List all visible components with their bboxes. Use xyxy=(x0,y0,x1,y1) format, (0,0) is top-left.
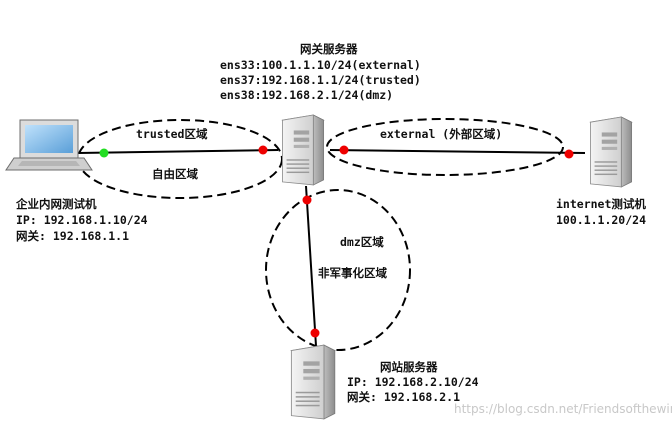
web-server-name: 网站服务器 xyxy=(380,360,438,374)
internet-server-icon xyxy=(589,116,633,188)
dmz-zone-label: dmz区域 xyxy=(340,235,384,249)
external-zone-ellipse xyxy=(326,118,564,176)
dmz-sub-label: 非军事化区域 xyxy=(318,266,387,280)
gateway-line-2: ens37:192.168.1.1/24(trusted) xyxy=(220,73,421,87)
gateway-line-3: ens38:192.168.2.1/24(dmz) xyxy=(220,88,393,102)
intranet-host-gateway: 网关: 192.168.1.1 xyxy=(16,229,129,243)
dmz-zone-ellipse xyxy=(265,189,411,351)
gateway-dmz-port-dot xyxy=(302,195,312,205)
web-server-gateway: 网关: 192.168.2.1 xyxy=(347,390,460,404)
internet-port-dot xyxy=(564,149,574,159)
gateway-line-1: ens33:100.1.1.10/24(external) xyxy=(220,58,421,72)
dmz-link xyxy=(305,185,317,347)
trusted-link xyxy=(77,149,279,154)
web-server-ip: IP: 192.168.2.10/24 xyxy=(347,375,479,389)
watermark: https://blog.csdn.net/Friendsofthewind xyxy=(454,402,672,416)
external-link xyxy=(329,149,586,154)
intranet-host-ip: IP: 192.168.1.10/24 xyxy=(16,213,148,227)
intranet-port-dot xyxy=(99,148,109,158)
gateway-server-icon xyxy=(281,114,325,186)
laptop-icon xyxy=(5,119,93,171)
intranet-host-name: 企业内网测试机 xyxy=(15,197,97,211)
web-server-port-dot xyxy=(310,328,320,338)
web-server-icon xyxy=(290,344,336,420)
gateway-external-port-dot xyxy=(339,145,349,155)
gateway-title: 网关服务器 xyxy=(300,42,358,56)
trusted-zone-label: trusted区域 xyxy=(136,127,208,141)
internet-host-name: internet测试机 xyxy=(556,197,646,211)
free-zone-label: 自由区域 xyxy=(152,167,198,181)
gateway-trusted-port-dot xyxy=(258,145,268,155)
external-zone-label: external (外部区域) xyxy=(380,127,502,141)
internet-host-ip: 100.1.1.20/24 xyxy=(556,213,646,227)
